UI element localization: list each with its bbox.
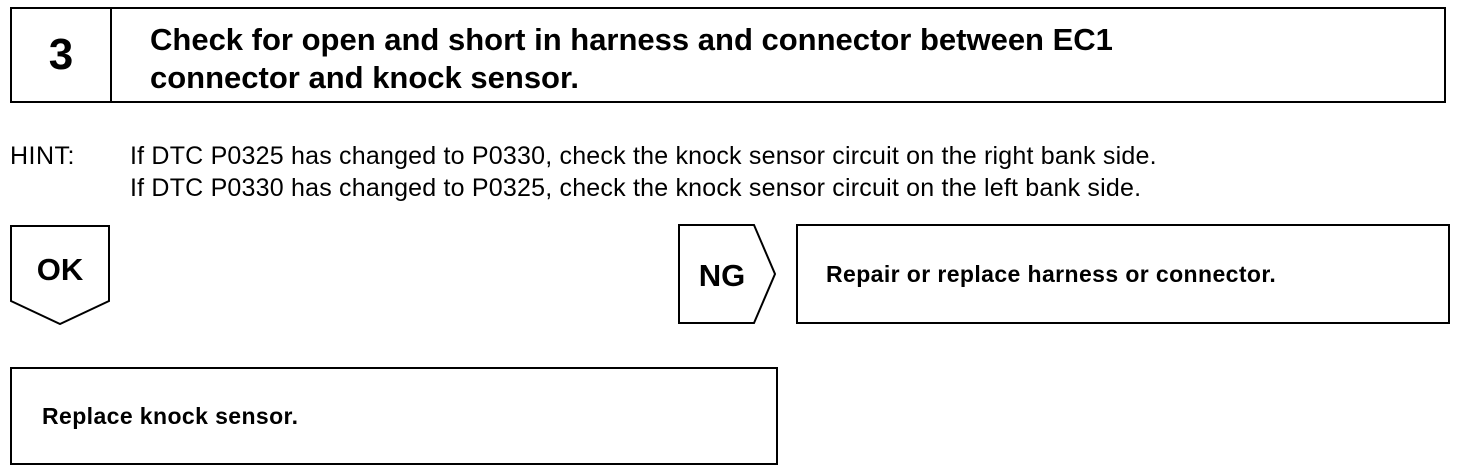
step-title: Check for open and short in harness and … [150,21,1350,97]
ng-arrow-right-icon [678,224,776,324]
ng-action-text: Repair or replace harness or connector. [826,260,1277,287]
hint-text: If DTC P0325 has changed to P0330, check… [130,140,1430,204]
step-number: 3 [12,9,112,101]
hint-label: HINT: [10,142,75,170]
hint-line-1: If DTC P0325 has changed to P0330, check… [130,142,1157,170]
ng-action-box: Repair or replace harness or connector. [796,224,1450,324]
step-title-line-1: Check for open and short in harness and … [150,22,1113,57]
ok-action-text: Replace knock sensor. [42,402,299,429]
hint-line-2: If DTC P0330 has changed to P0325, check… [130,174,1142,202]
ok-action-box: Replace knock sensor. [10,367,778,465]
step-header: 3 Check for open and short in harness an… [10,7,1446,103]
ok-label: OK [36,252,84,287]
step-title-line-2: connector and knock sensor. [150,60,579,95]
ng-label: NG [698,258,746,293]
ok-arrow-down-icon [10,225,110,325]
